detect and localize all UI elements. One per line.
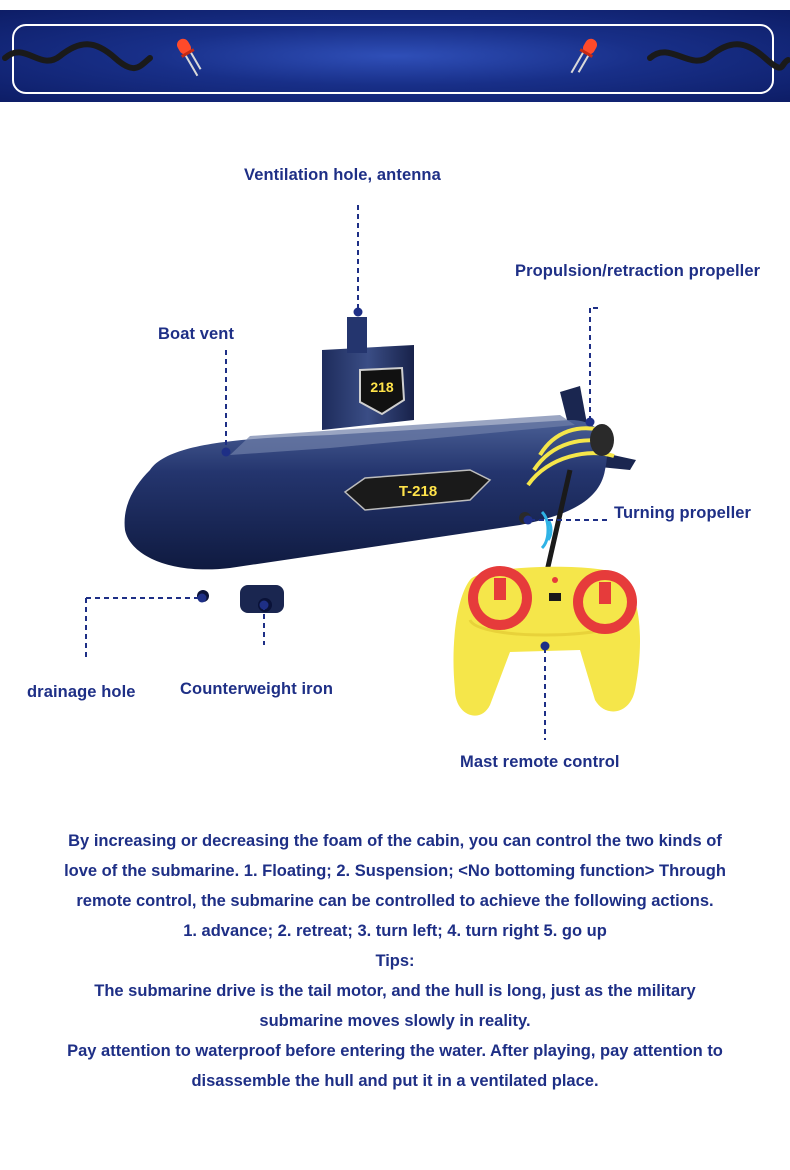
wire-right-icon [647,41,790,71]
svg-text:218: 218 [370,379,394,395]
label-counterweight-iron: Counterweight iron [180,680,334,698]
banner-decor [2,38,790,77]
label-boat-vent: Boat vent [158,325,235,343]
label-propulsion-propeller: Propulsion/retraction propeller [515,262,761,280]
label-ventilation-hole: Ventilation hole, antenna [244,166,441,184]
description-line: love of the submarine. 1. Floating; 2. S… [64,862,726,880]
description-line: remote control, the submarine can be con… [76,892,714,910]
tower-badge: 218 [359,366,406,416]
led-left-icon [177,38,202,77]
product-description: By increasing or decreasing the foam of … [20,826,770,1096]
wire-left-icon [2,41,153,72]
label-mast-remote-control: Mast remote control [460,753,620,771]
description-tips-heading: Tips: [375,952,415,970]
leader-lines [85,205,608,740]
description-line: The submarine drive is the tail motor, a… [94,982,696,1000]
description-line: Pay attention to waterproof before enter… [67,1042,723,1060]
svg-text:T-218: T-218 [399,483,437,500]
led-right-icon [570,38,597,74]
description-line: By increasing or decreasing the foam of … [68,832,722,850]
remote-control-image [453,469,640,716]
description-line: disassemble the hull and put it in a ven… [191,1072,599,1090]
leader-dots [197,307,595,651]
description-line: 1. advance; 2. retreat; 3. turn left; 4.… [183,922,607,940]
header-banner [0,10,790,102]
product-figure: 218 T-218 [85,205,640,740]
label-turning-propeller: Turning propeller [614,504,752,522]
banner-frame [12,24,774,94]
submarine-image: 218 T-218 [124,317,636,613]
hull-badge: T-218 [343,469,492,511]
description-line: submarine moves slowly in reality. [259,1012,531,1030]
label-drainage-hole: drainage hole [27,683,136,701]
